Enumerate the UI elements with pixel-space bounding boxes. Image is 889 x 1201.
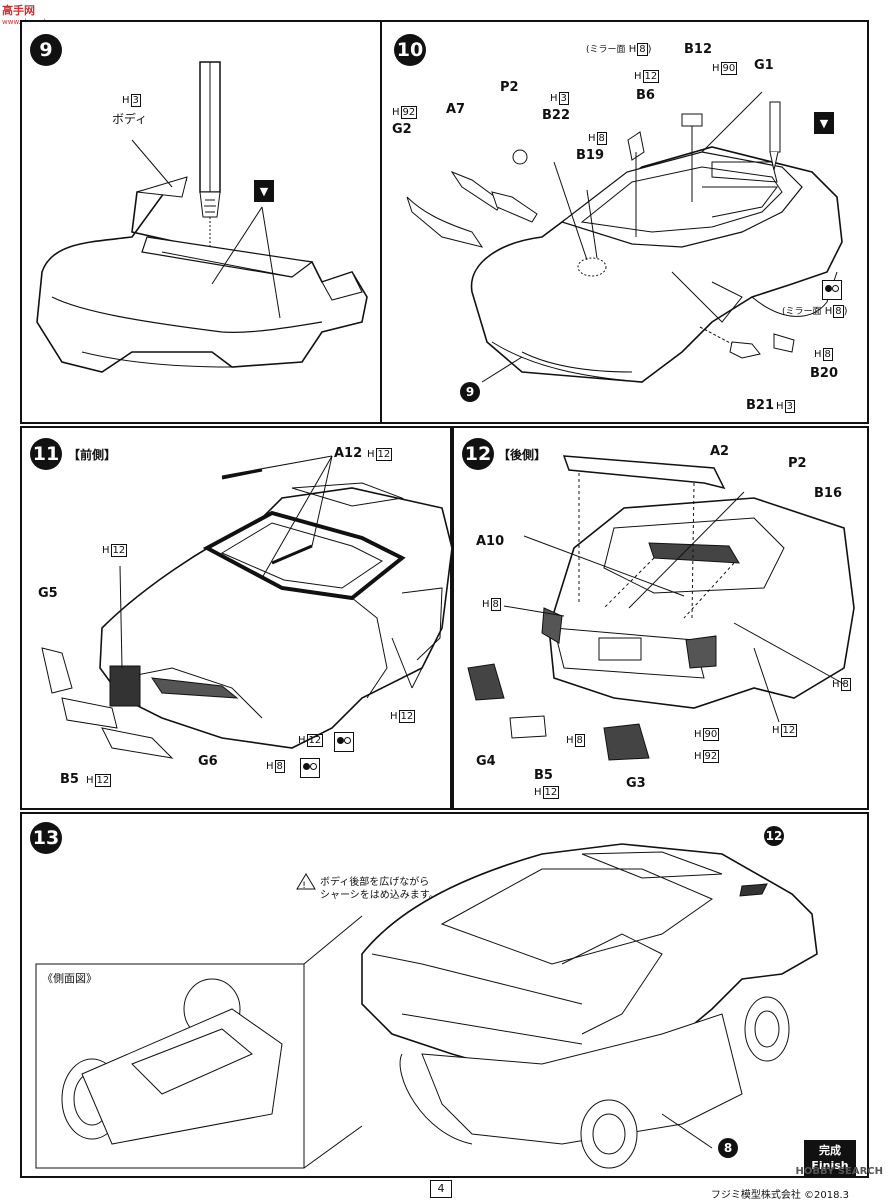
part-g1: G1 (754, 58, 774, 73)
finish-badge: 完成 Finish (804, 1140, 856, 1176)
part-b22: B22 (542, 108, 570, 123)
part-a12: A12 (334, 446, 363, 461)
step-11-illustration (41, 455, 453, 759)
side-view-header: 《側面図》 (42, 972, 97, 985)
rear-side-header: 【後側】 (498, 448, 547, 462)
watermark-brand: HOBBY SEARCH (795, 1166, 883, 1177)
part-g4: G4 (476, 754, 496, 769)
part-b19: B19 (576, 148, 604, 163)
assembly-note: ボディ後部を広げながら シャーシをはめ込みます。 (320, 877, 439, 901)
paint-mix-icon (822, 280, 842, 300)
part-b12: B12 (684, 42, 712, 57)
paint-mix-icon (300, 758, 320, 778)
step-number: 11 (30, 438, 62, 470)
svg-text:!: ! (302, 881, 306, 891)
part-a2: A2 (710, 444, 730, 459)
part-p2: P2 (500, 80, 519, 95)
part-g2: G2 (392, 122, 412, 137)
page-number: 4 (430, 1180, 452, 1198)
step-13-panel: 13 ! ボディ後部を広げながら シャーシをはめ込みます。 (20, 812, 869, 1178)
cement-icon: ▼ (254, 180, 274, 202)
part-b20: B20 (810, 366, 838, 381)
part-g5: G5 (38, 586, 58, 601)
step-9-illustration (36, 61, 368, 373)
step-number: 12 (462, 438, 494, 470)
step-13-illustration: ! (35, 843, 818, 1169)
part-a7: A7 (446, 102, 466, 117)
part-b16: B16 (814, 486, 842, 501)
part-a10: A10 (476, 534, 505, 549)
body-label: ボディ (112, 112, 148, 126)
part-b5: B5 (534, 768, 553, 783)
front-side-header: 【前側】 (68, 448, 117, 462)
footer-copyright: フジミ模型株式会社 ©2018.3 (710, 1190, 849, 1201)
step-number: 13 (30, 822, 62, 854)
part-g3: G3 (626, 776, 646, 791)
ref-step-9: 9 (460, 382, 480, 402)
ref-step-8: 8 (718, 1138, 738, 1158)
paint-mix-icon (334, 732, 354, 752)
step-12-illustration (467, 455, 855, 761)
ref-step-12: 12 (764, 826, 784, 846)
step-10-illustration (406, 91, 843, 383)
cement-icon: ▼ (814, 112, 834, 134)
part-b6: B6 (636, 88, 655, 103)
part-g6: G6 (198, 754, 218, 769)
part-p2: P2 (788, 456, 807, 471)
step-number: 10 (394, 34, 426, 66)
part-b21: B21 (746, 398, 774, 413)
step-10-panel: 10 (ミラー面 (380, 20, 869, 424)
part-b5: B5 (60, 772, 79, 787)
step-number: 9 (30, 34, 62, 66)
